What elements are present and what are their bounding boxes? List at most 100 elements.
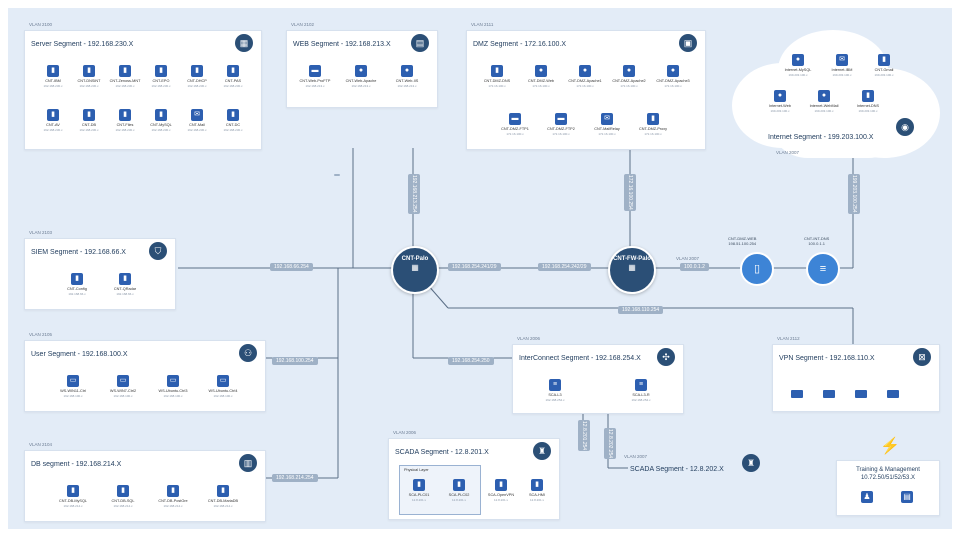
vpn-vlan-tag: VLAN 2112 (777, 336, 800, 341)
globe-server-icon: ● (579, 65, 591, 77)
dmz-web-router[interactable]: ▯ (740, 252, 774, 286)
server-icon: ▮ (155, 65, 167, 77)
server-icon: ▮ (119, 273, 131, 285)
database-icon: ≡ (819, 263, 827, 275)
scada-tower-icon: ♜ (742, 454, 760, 472)
network-diagram: VLAN 2100 Server Segment - 192.168.230.X… (8, 8, 952, 529)
interconnect-link-ip: 192.168.254.250 (448, 357, 494, 365)
network-node-icon: ✣ (657, 348, 675, 366)
scada1-segment-panel[interactable]: VLAN 2006 SCADA Segment - 12.8.201.X ♜ P… (388, 430, 560, 520)
cnt-palo-hub[interactable]: CNT-Palo ▦ (391, 246, 439, 294)
interconnect-segment-panel[interactable]: VLAN 2006 InterConnect Segment - 192.168… (512, 336, 684, 414)
server-icon: ▮ (119, 109, 131, 121)
globe-server-icon: ● (355, 65, 367, 77)
dmz-vlan-tag: VLAN 2111 (471, 22, 494, 27)
management-icon: ▤ (901, 491, 913, 503)
server-icon: ▮ (83, 109, 95, 121)
vpn-segment-panel[interactable]: VLAN 2112 VPN Segment - 192.168.110.X ⊠ (772, 336, 940, 412)
server-icon: ▮ (878, 54, 890, 66)
server-icon: ▮ (117, 485, 129, 497)
user-segment-panel[interactable]: VLAN 2105 User Segment - 192.168.100.X ⚇… (24, 332, 266, 412)
firewall-icon: ▦ (411, 263, 419, 272)
server-icon: ▮ (47, 65, 59, 77)
dmz-segment-panel[interactable]: VLAN 2111 DMZ Segment - 172.16.100.X ▣ ▮… (466, 22, 706, 150)
internet-segment-title: Internet Segment - 199.203.100.X (768, 134, 874, 141)
vpn-link-ip: 192.168.110.254 (618, 306, 664, 314)
scada2-segment[interactable]: VLAN 2007 SCADA Segment - 12.8.202.X ♜ (624, 454, 760, 480)
siem-segment-panel[interactable]: VLAN 2103 SIEM Segment - 192.168.66.X ⛉ … (24, 230, 176, 310)
web-segment-title: WEB Segment - 192.168.213.X (293, 41, 391, 48)
server-segment-panel[interactable]: VLAN 2100 Server Segment - 192.168.230.X… (24, 22, 262, 150)
training-segment[interactable]: ⚡ Training & Management 10.72.50/51/52/5… (836, 436, 940, 516)
server-icon: ▮ (413, 479, 425, 491)
siem-vlan-tag: VLAN 2103 (29, 230, 53, 235)
monitor-icon (791, 390, 803, 398)
cnt-fw-palo-hub[interactable]: CNT-FW-Palo ▦ (608, 246, 656, 294)
server-icon: ▮ (67, 485, 79, 497)
scada2-link-ip: 12.8.202.254 (604, 428, 616, 460)
internet-link-ip: 199.203.100.254 (848, 174, 860, 214)
server-segment-title: Server Segment - 192.168.230.X (31, 41, 134, 48)
dmz-box-icon: ▣ (679, 34, 697, 52)
server-icon: ▮ (647, 113, 659, 125)
folder-icon: ▬ (555, 113, 567, 125)
server-icon: ▮ (71, 273, 83, 285)
monitor-icon: ▭ (117, 375, 129, 387)
folder-icon: ▬ (309, 65, 321, 77)
database-icon: ≡ (635, 379, 647, 391)
db-segment-panel[interactable]: VLAN 2104 DB segment - 192.168.214.X ▥ ▮… (24, 442, 266, 522)
int-dns-database[interactable]: ≡ (806, 252, 840, 286)
scada2-segment-title: SCADA Segment - 12.8.202.X (630, 466, 724, 473)
scada1-link-ip: 12.8.201.254 (578, 420, 590, 452)
mail-icon: ✉ (601, 113, 613, 125)
web-segment-panel[interactable]: VLAN 2102 WEB Segment - 192.168.213.X ▤ … (286, 22, 438, 108)
